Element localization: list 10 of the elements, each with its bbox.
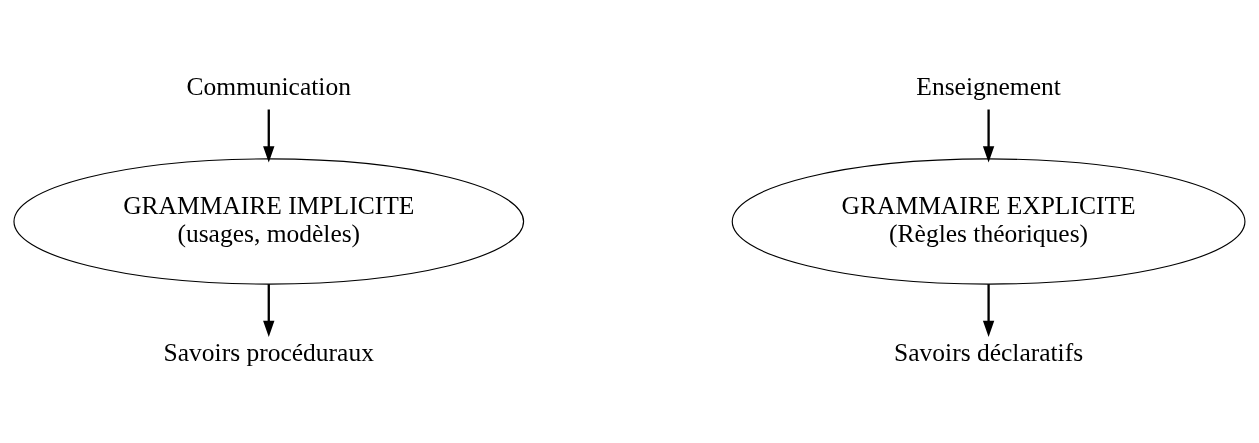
node-ellipse: GRAMMAIRE IMPLICITE (usages, modèles) [13,158,525,285]
arrow [263,284,275,338]
node-text: Communication [186,71,351,101]
node-text: Savoirs procéduraux [163,337,374,367]
node-text: Savoirs déclaratifs [894,337,1084,367]
node-ellipse: GRAMMAIRE EXPLICITE (Règles théoriques) [731,158,1246,285]
node-text: Enseignement [916,71,1061,101]
arrow [982,109,995,163]
arrow [982,284,995,338]
arrow [263,109,275,163]
